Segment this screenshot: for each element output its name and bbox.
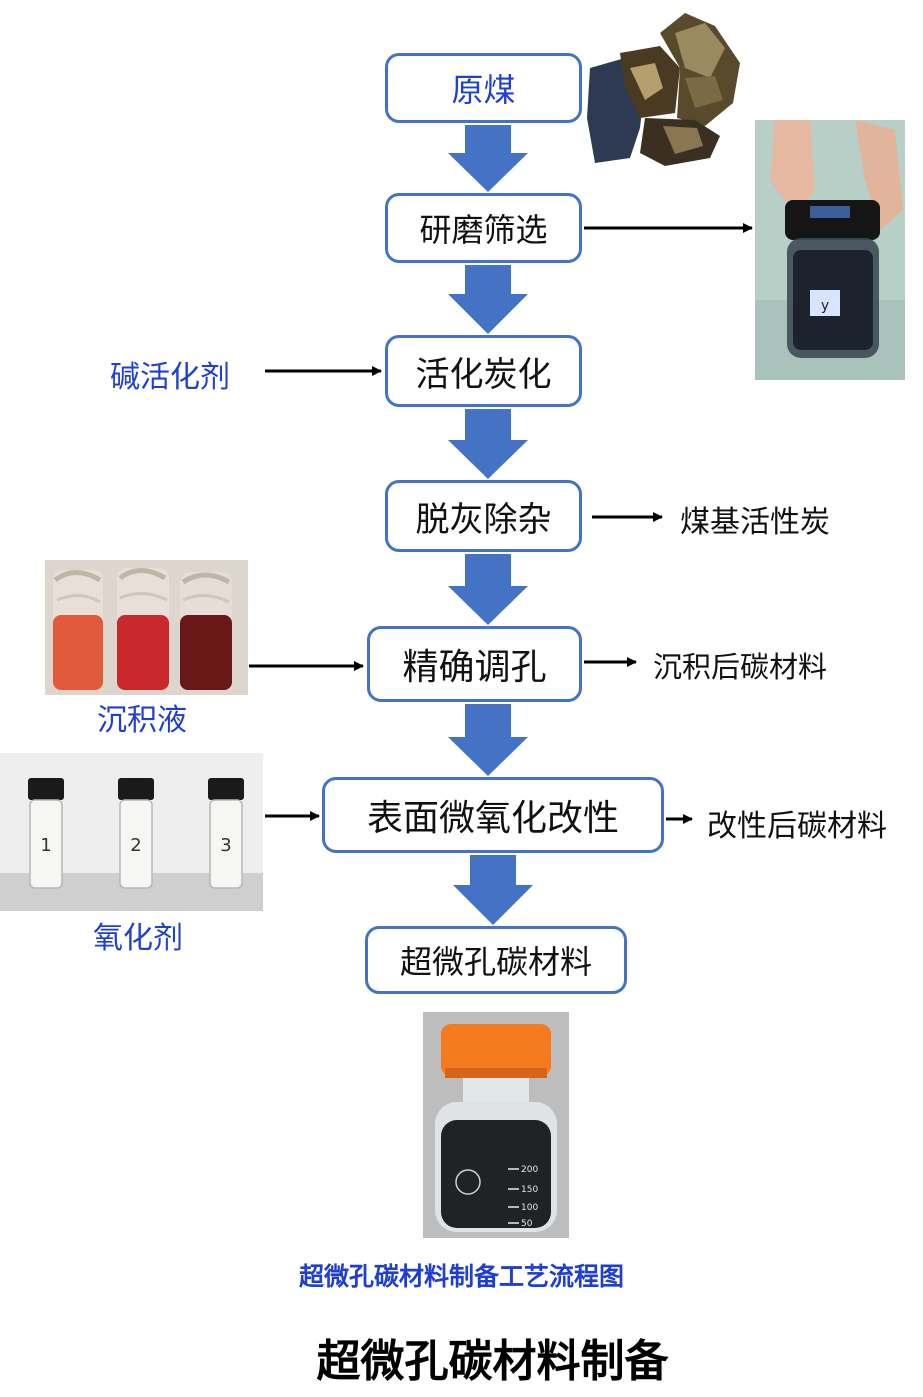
input-deposition-liquid: 沉积液 bbox=[97, 703, 187, 738]
step-label: 研磨筛选 bbox=[419, 211, 548, 249]
vial-label-3: 3 bbox=[220, 835, 231, 856]
step-label: 精确调孔 bbox=[402, 647, 547, 688]
beaker-mark-50: 50 bbox=[521, 1219, 533, 1229]
flow-arrow-4 bbox=[448, 554, 528, 625]
oxidant-vials-photo: 1 2 3 bbox=[0, 753, 263, 911]
flow-arrow-5 bbox=[448, 704, 528, 776]
step-activation-carbonization: 活化炭化 bbox=[385, 335, 582, 407]
flow-arrow-3 bbox=[448, 409, 528, 479]
beaker-mark-150: 150 bbox=[521, 1185, 538, 1195]
step-raw-coal: 原煤 bbox=[385, 53, 582, 123]
input-alkali-activator: 碱活化剂 bbox=[110, 360, 230, 395]
output-coal-activated-carbon: 煤基活性炭 bbox=[680, 505, 830, 540]
step-label: 原煤 bbox=[451, 71, 516, 109]
step-label: 表面微氧化改性 bbox=[366, 798, 619, 839]
product-bottle-photo: 200 150 100 50 bbox=[423, 1012, 569, 1238]
beaker-mark-100: 100 bbox=[521, 1203, 538, 1213]
output-modified-carbon: 改性后碳材料 bbox=[707, 809, 887, 844]
input-oxidant: 氧化剂 bbox=[93, 921, 183, 956]
page-title: 超微孔碳材料制备 bbox=[316, 1336, 669, 1387]
step-label: 超微孔碳材料 bbox=[399, 943, 592, 981]
step-label: 活化炭化 bbox=[415, 354, 552, 395]
step-grinding-screening: 研磨筛选 bbox=[385, 193, 582, 263]
step-deashing: 脱灰除杂 bbox=[385, 480, 582, 552]
vial-label-2: 2 bbox=[130, 835, 141, 856]
vial-label-1: 1 bbox=[40, 835, 51, 856]
step-label: 脱灰除杂 bbox=[415, 499, 552, 540]
flow-arrow-6 bbox=[453, 855, 533, 925]
figure-caption: 超微孔碳材料制备工艺流程图 bbox=[298, 1262, 624, 1291]
output-deposited-carbon: 沉积后碳材料 bbox=[653, 650, 828, 684]
hand-held-jar-photo: y bbox=[755, 120, 905, 380]
step-pore-tuning: 精确调孔 bbox=[367, 626, 582, 702]
jar-label-text: y bbox=[821, 298, 829, 314]
flow-arrow-1 bbox=[448, 125, 528, 192]
step-ultramicroporous-carbon: 超微孔碳材料 bbox=[365, 926, 627, 994]
raw-coal-photo bbox=[587, 13, 740, 166]
step-surface-oxidation: 表面微氧化改性 bbox=[322, 777, 664, 853]
beaker-mark-200: 200 bbox=[521, 1165, 538, 1175]
flow-arrow-2 bbox=[448, 265, 528, 334]
deposition-liquid-photo bbox=[45, 560, 248, 695]
